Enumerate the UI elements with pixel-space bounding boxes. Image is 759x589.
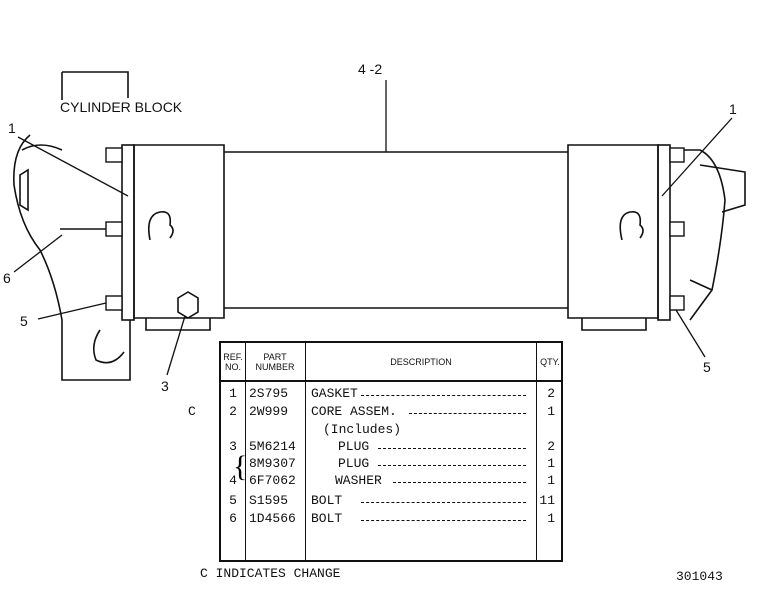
right-housing <box>670 149 726 321</box>
description: CORE ASSEM. <box>311 404 397 419</box>
parts-table-header <box>221 343 561 382</box>
table-row: 5 S1595 BOLT 11 <box>221 493 561 510</box>
change-note: C INDICATES CHANGE <box>200 566 341 581</box>
ref-number: 6 <box>229 511 237 526</box>
header-description: DESCRIPTION <box>390 356 452 367</box>
ref-number: 1 <box>229 386 237 401</box>
ref-number: 3 <box>229 439 237 454</box>
description: GASKET <box>311 386 358 401</box>
right-bonnet <box>567 144 659 319</box>
quantity: 1 <box>547 473 555 488</box>
block-top-edge <box>62 71 129 98</box>
callout-5-right: 5 <box>703 359 711 375</box>
description: BOLT <box>311 511 343 526</box>
leader-5-left <box>37 302 107 320</box>
dotted-leader <box>361 520 526 521</box>
quantity: 1 <box>547 404 555 419</box>
ref-number: 4 <box>229 473 237 488</box>
callout-5-left: 5 <box>20 313 28 329</box>
table-row: 6 1D4566 BOLT 1 <box>221 511 561 528</box>
leader-1-right <box>661 117 733 197</box>
callout-6: 6 <box>3 270 11 286</box>
leader-6 <box>13 234 63 273</box>
callout-4-2: 4 -2 <box>358 61 382 77</box>
table-row: (Includes) <box>221 422 561 439</box>
part-number: 6F7062 <box>249 473 296 488</box>
plug-3 <box>177 291 199 319</box>
table-row: 8M9307 PLUG 1 <box>221 456 561 473</box>
part-number: 2W999 <box>249 404 289 419</box>
part-number: 5M6214 <box>249 439 296 454</box>
bolt-bottom-right <box>669 295 685 311</box>
quantity: 1 <box>547 456 555 471</box>
part-number: 2S795 <box>249 386 289 401</box>
bolt-mid-right <box>669 221 685 237</box>
part-number: 1D4566 <box>249 511 296 526</box>
part-number: S1595 <box>249 493 289 508</box>
block-outline <box>13 134 131 381</box>
ref-number: 5 <box>229 493 237 508</box>
header-qty: QTY. <box>540 356 560 367</box>
table-row: 1 2S795 GASKET 2 <box>221 386 561 403</box>
dotted-leader <box>378 448 526 449</box>
part-number: 8M9307 <box>249 456 296 471</box>
bolt-top-right <box>669 147 685 163</box>
description: PLUG <box>338 439 370 454</box>
quantity: 1 <box>547 511 555 526</box>
leader-1-left <box>17 136 129 197</box>
callout-1-right: 1 <box>729 101 737 117</box>
header-part-number: PART NUMBER <box>255 351 295 372</box>
callout-1-left: 1 <box>8 120 16 136</box>
description: PLUG <box>338 456 370 471</box>
cylinder-block-label: CYLINDER BLOCK <box>60 99 183 115</box>
description: BOLT <box>311 493 343 508</box>
table-row: 3 5M6214 PLUG 2 <box>221 439 561 456</box>
left-gasket-plate <box>121 144 135 321</box>
dotted-leader <box>361 502 526 503</box>
group-brace-4: { <box>233 450 248 483</box>
bolt-top-left <box>105 147 123 163</box>
dotted-leader <box>409 413 526 414</box>
table-row: 4 6F7062 WASHER 1 <box>221 473 561 490</box>
leader-5-right <box>675 309 706 358</box>
description: (Includes) <box>323 422 402 437</box>
leader-3 <box>166 315 186 376</box>
drawing-number: 301043 <box>676 569 723 584</box>
ref-number: 2 <box>229 404 237 419</box>
callout-3: 3 <box>161 378 169 394</box>
change-mark: C <box>188 404 196 419</box>
quantity: 2 <box>547 386 555 401</box>
left-bonnet <box>133 144 225 319</box>
dotted-leader <box>361 395 526 396</box>
description: WASHER <box>335 473 382 488</box>
bolt-bottom-left <box>105 295 123 311</box>
header-ref-no: REF. NO. <box>223 351 243 372</box>
quantity: 11 <box>539 493 555 508</box>
right-gasket-plate <box>657 144 671 321</box>
table-row: 2 2W999 CORE ASSEM. 1 C <box>188 404 561 421</box>
dotted-leader <box>393 482 526 483</box>
dotted-leader <box>378 465 526 466</box>
bolt-mid-left <box>105 221 123 237</box>
quantity: 2 <box>547 439 555 454</box>
